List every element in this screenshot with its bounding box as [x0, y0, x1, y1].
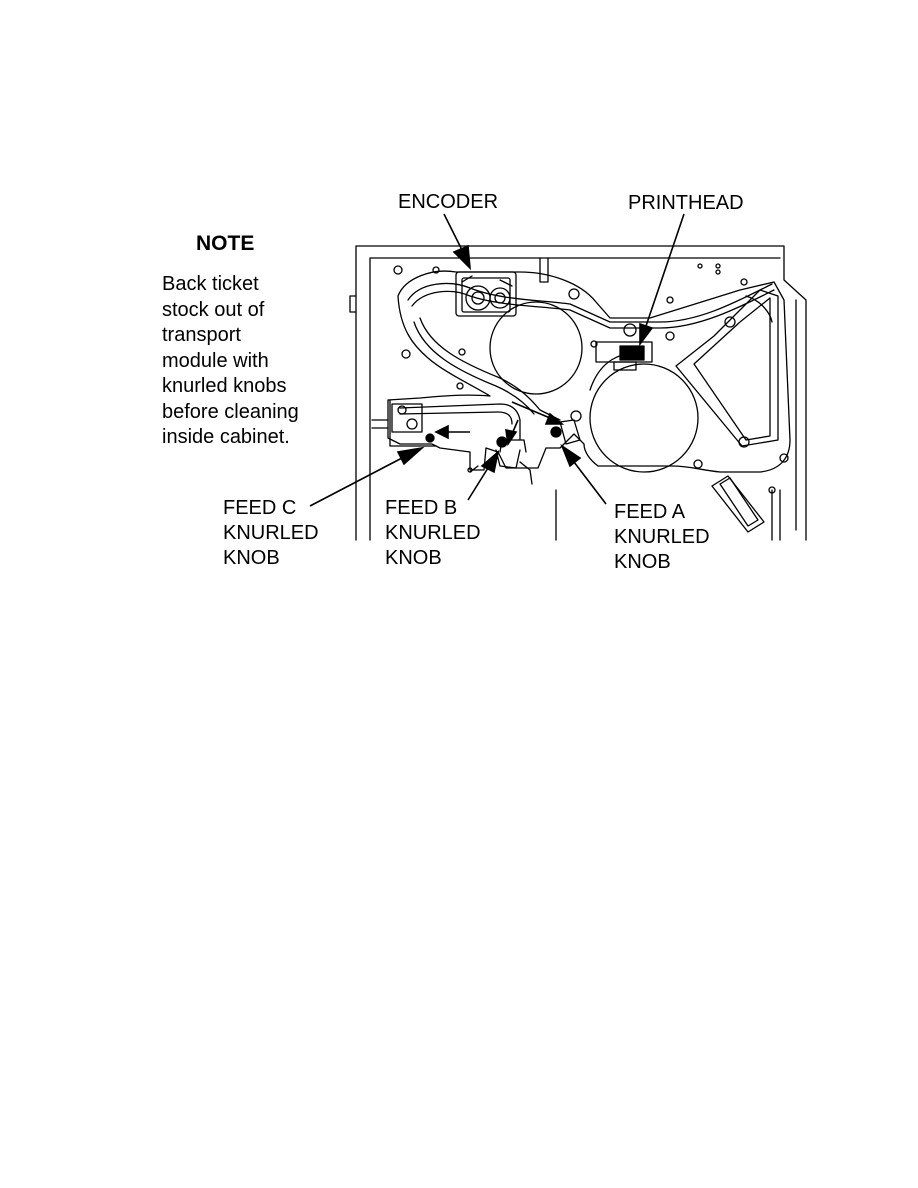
ticket-tray: [675, 289, 779, 447]
feed-b-label-line: KNURLED: [385, 522, 481, 544]
note-line: module with: [162, 349, 269, 372]
ticket-path-lower: [419, 317, 561, 421]
printhead-block: [595, 323, 653, 371]
feed-direction-arrow: [511, 401, 551, 419]
note-line: Back ticket: [162, 273, 259, 295]
encoder-leader: [443, 213, 463, 251]
feed-b-knob: [496, 436, 508, 448]
feed-b-label-line: KNOB: [385, 547, 442, 569]
feed-c-label: FEED C KNURLED KNOB: [223, 496, 319, 571]
feed-c-label-line: KNOB: [223, 547, 280, 569]
printhead-leader: [645, 213, 685, 327]
cabinet-inner-frame: [369, 257, 781, 541]
feed-c-label-line: KNURLED: [223, 522, 319, 544]
note-line: transport: [162, 324, 241, 346]
lower-drive-roller: [589, 363, 699, 473]
feed-c-leader: [309, 457, 403, 507]
printhead-label-line: PRINTHEAD: [628, 192, 744, 214]
note-line: knurled knobs: [162, 375, 287, 397]
feed-a-label-line: KNOB: [614, 551, 671, 573]
encoder-label: ENCODER: [398, 190, 498, 215]
feed-b-label: FEED B KNURLED KNOB: [385, 496, 481, 571]
upper-drive-roller: [489, 301, 583, 395]
transport-plate: [387, 270, 791, 473]
feed-a-leader: [573, 461, 607, 505]
feed-b-leader: [467, 467, 489, 501]
feed-c-knob: [425, 433, 435, 443]
note-line: inside cabinet.: [162, 426, 290, 448]
encoder-label-line: ENCODER: [398, 191, 499, 213]
note-line: stock out of: [162, 298, 265, 321]
encoder-housing: [455, 271, 517, 317]
feed-a-label-line: KNURLED: [614, 526, 710, 548]
note-title: NOTE: [196, 232, 255, 255]
feed-c-label-line: FEED C: [223, 497, 297, 519]
feed-b-label-line: FEED B: [385, 497, 458, 519]
ticket-path-upper: [407, 282, 773, 323]
note-body: Back ticket stock out of transport modul…: [162, 272, 342, 451]
feed-a-knob: [550, 426, 562, 438]
cabinet-frame: [355, 245, 807, 541]
feed-a-label-line: FEED A: [614, 501, 686, 523]
note-line: before cleaning: [162, 400, 299, 423]
printhead-label: PRINTHEAD: [628, 191, 744, 216]
feed-a-label: FEED A KNURLED KNOB: [614, 500, 710, 575]
